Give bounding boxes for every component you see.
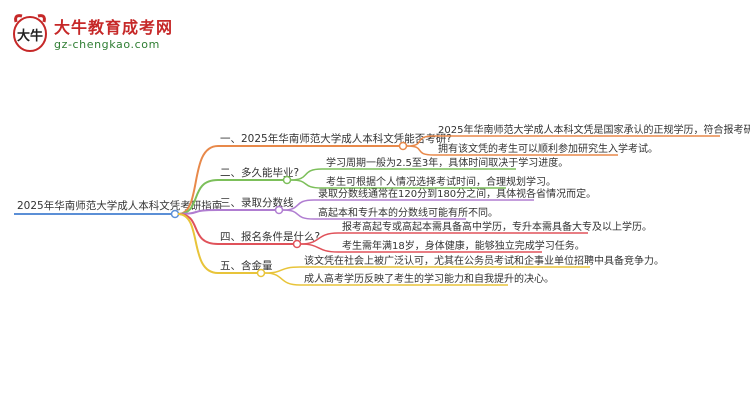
branch-node-dot	[398, 141, 408, 151]
branch-label: 三、录取分数线	[220, 196, 294, 209]
leaf-label: 学习周期一般为2.5至3年，具体时间取决于学习进度。	[326, 156, 568, 169]
branch-label: 一、2025年华南师范大学成人本科文凭能否考研?	[220, 132, 452, 145]
branch-node-dot	[292, 239, 302, 249]
branch-connector	[177, 213, 219, 274]
branch-node-dot	[282, 175, 292, 185]
leaf-label: 报考高起专或高起本需具备高中学历，专升本需具备大专及以上学历。	[342, 220, 652, 233]
root-node-label: 2025年华南师范大学成人本科文凭考研指南	[17, 199, 222, 212]
leaf-connector	[290, 179, 323, 189]
branch-label: 二、多久能毕业?	[220, 166, 299, 179]
root-node-dot	[170, 209, 180, 219]
branch-label: 五、含金量	[220, 259, 273, 272]
site-header: 大牛 大牛教育成考网 gz-chengkao.com	[0, 0, 240, 60]
leaf-label: 高起本和专升本的分数线可能有所不同。	[318, 206, 498, 219]
branch-node-dot	[274, 205, 284, 215]
leaf-label: 考生可根据个人情况选择考试时间，合理规划学习。	[326, 175, 556, 188]
leaf-connector	[282, 209, 315, 220]
branch-node-dot	[256, 268, 266, 278]
leaf-connector	[300, 243, 339, 253]
branch-connector	[177, 213, 219, 245]
leaf-label: 2025年华南师范大学成人本科文凭是国家承认的正规学历，符合报考研究生的条件。	[438, 123, 750, 136]
leaf-connector	[264, 272, 301, 286]
leaf-label: 拥有该文凭的考生可以顺利参加研究生入学考试。	[438, 142, 658, 155]
site-title[interactable]: 大牛教育成考网	[54, 18, 174, 37]
leaf-connector	[406, 145, 435, 156]
ox-logo-icon: 大牛	[13, 14, 47, 52]
leaf-label: 该文凭在社会上被广泛认可，尤其在公务员考试和企事业单位招聘中具备竞争力。	[304, 254, 664, 267]
site-url[interactable]: gz-chengkao.com	[54, 38, 160, 51]
branch-label: 四、报名条件是什么?	[220, 230, 320, 243]
leaf-label: 录取分数线通常在120分到180分之间，具体视各省情况而定。	[318, 187, 596, 200]
branch-connector	[177, 145, 219, 215]
leaf-label: 成人高考学历反映了考生的学习能力和自我提升的决心。	[304, 272, 554, 285]
leaf-label: 考生需年满18岁，身体健康，能够独立完成学习任务。	[342, 239, 585, 252]
logo-text: 大牛	[17, 28, 43, 44]
